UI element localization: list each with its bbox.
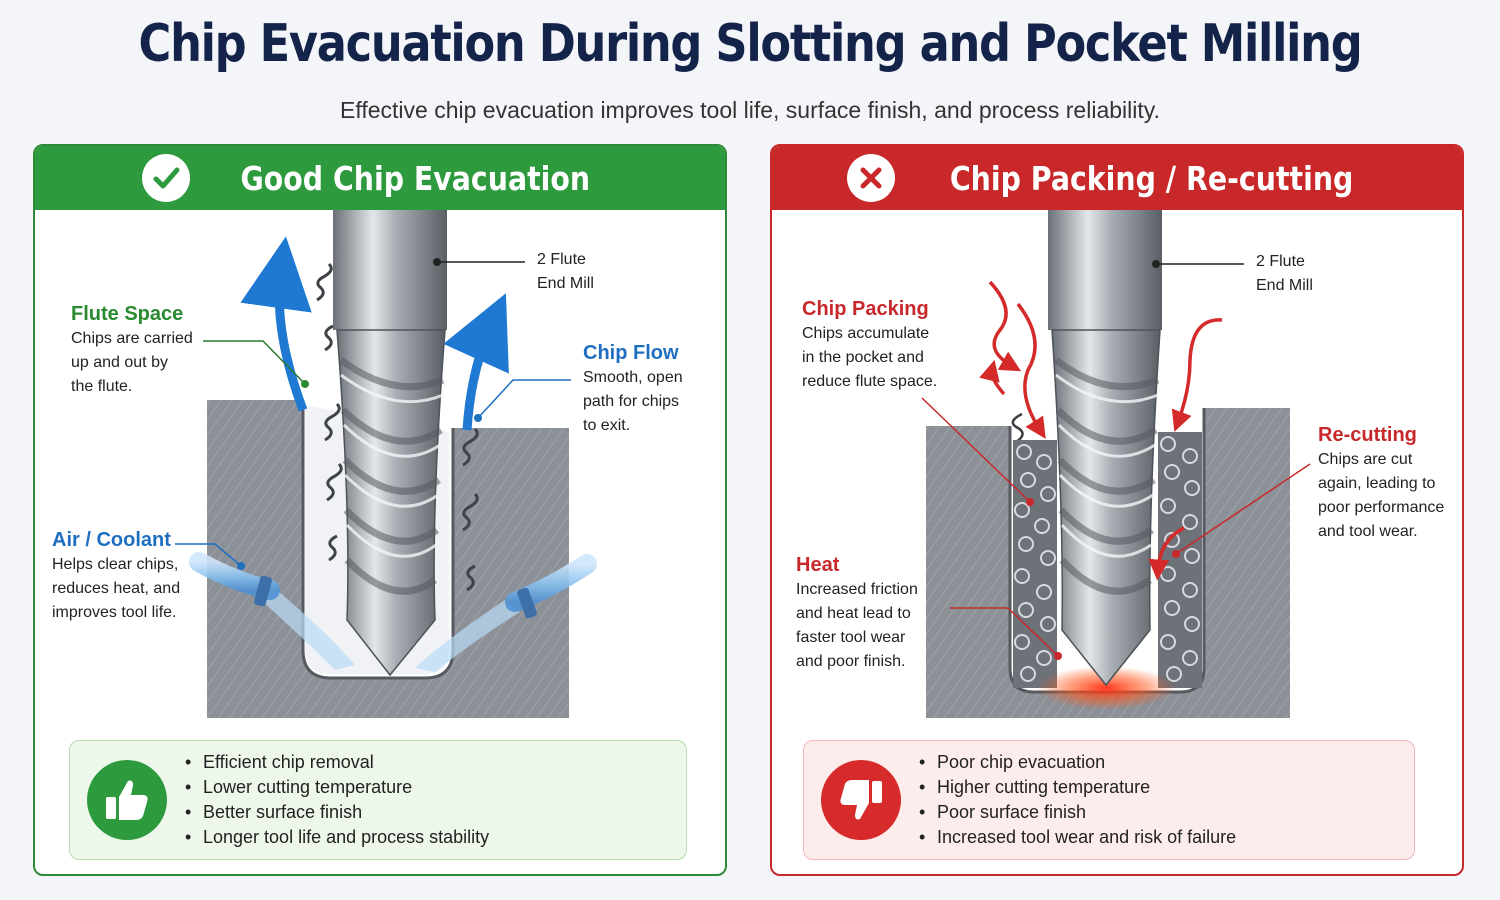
- good-panel-title: Good Chip Evacuation: [240, 158, 590, 198]
- chip-packing-arrow: [988, 280, 1022, 372]
- bad-panel-title: Chip Packing / Re-cutting: [950, 158, 1354, 198]
- workpiece: [926, 408, 1290, 718]
- bad-drawbacks-list: Poor chip evacuation Higher cutting temp…: [919, 750, 1236, 850]
- pocket-wall: [301, 400, 455, 680]
- list-item: Increased tool wear and risk of failure: [919, 825, 1236, 850]
- chip-packing-panel: Chip Packing / Re-cutting: [770, 144, 1464, 876]
- heat-label: Heat Increased friction and heat lead to…: [796, 554, 918, 670]
- tool-label: 2 Flute End Mill: [1256, 253, 1313, 294]
- thumbs-down-icon: [821, 760, 901, 840]
- good-panel-header: Good Chip Evacuation: [35, 146, 725, 210]
- list-item: Lower cutting temperature: [185, 775, 489, 800]
- end-mill-shank: [333, 210, 447, 330]
- page-subtitle: Effective chip evacuation improves tool …: [340, 97, 1160, 123]
- chip-flow-arrow-right: [443, 293, 509, 431]
- heat-glow: [1036, 666, 1176, 710]
- list-item: Higher cutting temperature: [919, 775, 1236, 800]
- tool-label: 2 Flute End Mill: [537, 251, 594, 292]
- end-mill-shank: [1048, 210, 1162, 330]
- list-item: Longer tool life and process stability: [185, 825, 489, 850]
- chip-packing-arrow: [1016, 302, 1046, 439]
- page-title: Chip Evacuation During Slotting and Pock…: [138, 14, 1363, 74]
- flute-space-label: Flute Space Chips are carried up and out…: [71, 303, 193, 395]
- coolant-spray: [255, 580, 355, 670]
- recutting-arrow: [1148, 526, 1185, 581]
- good-summary-box: Efficient chip removal Lower cutting tem…: [69, 740, 687, 860]
- recutting-label: Re-cutting Chips are cut again, leading …: [1318, 424, 1445, 540]
- chip-recirculation-arrow: [979, 359, 1006, 396]
- good-milling-diagram: [175, 210, 597, 718]
- list-item: Poor surface finish: [919, 800, 1236, 825]
- good-benefits-list: Efficient chip removal Lower cutting tem…: [185, 750, 489, 850]
- bad-milling-diagram: [921, 210, 1311, 718]
- air-coolant-label: Air / Coolant Helps clear chips, reduces…: [52, 529, 181, 621]
- bad-panel-header: Chip Packing / Re-cutting: [772, 146, 1462, 210]
- check-icon: [141, 154, 190, 202]
- chips-good: [316, 262, 479, 592]
- x-icon: [847, 154, 896, 202]
- chip-flow-label: Chip Flow Smooth, open path for chips to…: [583, 342, 683, 434]
- list-item: Better surface finish: [185, 800, 489, 825]
- packed-chips: [1011, 412, 1024, 444]
- recutting-arrow: [1171, 318, 1223, 432]
- chip-packing-label: Chip Packing Chips accumulate in the poc…: [802, 298, 938, 390]
- list-item: Efficient chip removal: [185, 750, 489, 775]
- good-evacuation-panel: Good Chip Evacuation: [33, 144, 727, 876]
- thumbs-up-icon: [87, 760, 167, 840]
- list-item: Poor chip evacuation: [919, 750, 1236, 775]
- chip-flow-arrow-left: [240, 236, 312, 412]
- bad-summary-box: Poor chip evacuation Higher cutting temp…: [803, 740, 1415, 860]
